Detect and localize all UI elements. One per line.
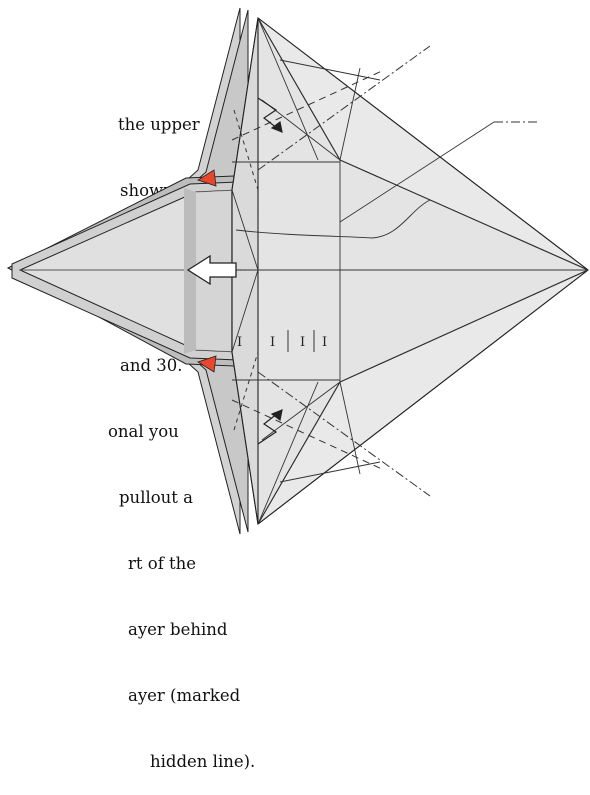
instruction-line: rt of the [128,554,197,573]
zigzag-arrow-icon [257,97,283,133]
layer-marks: I I I I [237,330,327,352]
instruction-line: ayer behind [128,620,228,639]
instruction-line: the upper [118,115,200,134]
main-body [231,16,589,526]
layer-mark: I [237,335,242,350]
layer-mark: I [270,335,275,350]
left-pull-arrow-icon [186,254,237,286]
red-accent-top [197,169,217,187]
left-flaps [6,175,239,367]
instruction-line: and 30. [120,356,183,375]
instruction-line: pullout a [119,488,194,507]
origami-diagram: I I I I [6,7,589,535]
hidden-line [222,166,259,378]
valley-folds [231,69,385,471]
layer-mark: I [322,335,327,350]
zigzag-arrow-icon [257,409,283,445]
layer-mark: I [300,335,305,350]
instruction-line: hidden line). [150,752,256,771]
instruction-line: ayer (marked [128,686,241,705]
crease-lines [231,17,589,525]
instruction-line: onal you [108,422,179,441]
mountain-folds [257,45,540,497]
red-accent-bottom [197,355,217,373]
